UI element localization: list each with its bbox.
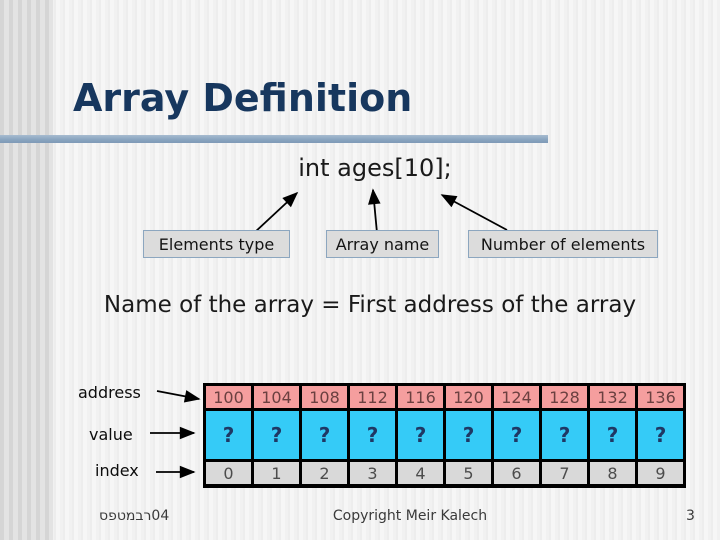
index-cell: 2: [302, 462, 347, 484]
arrow-address-label: [156, 390, 201, 403]
address-cell: 124: [494, 386, 539, 408]
value-cell: ?: [302, 411, 347, 459]
index-cell: 8: [590, 462, 635, 484]
slide-title: Array Definition: [73, 76, 413, 120]
arrow-array-name-to-ages: [368, 188, 381, 234]
index-cell: 3: [350, 462, 395, 484]
index-cell: 6: [494, 462, 539, 484]
arrow-elements-type-to-int: [253, 191, 299, 234]
left-stripe-band: [0, 0, 53, 540]
memory-table-value-row: ??????????: [206, 411, 683, 459]
value-cell: ?: [206, 411, 251, 459]
value-cell: ?: [254, 411, 299, 459]
index-row-label: index: [95, 461, 139, 480]
array-name-box: Array name: [326, 230, 439, 258]
arrow-number-to-bracket: [440, 194, 508, 231]
address-row-label: address: [78, 383, 141, 402]
array-declaration-text: int ages[10];: [298, 154, 452, 182]
address-cell: 136: [638, 386, 683, 408]
value-cell: ?: [542, 411, 587, 459]
address-cell: 104: [254, 386, 299, 408]
value-cell: ?: [590, 411, 635, 459]
index-cell: 7: [542, 462, 587, 484]
address-cell: 108: [302, 386, 347, 408]
value-cell: ?: [494, 411, 539, 459]
elements-type-box: Elements type: [143, 230, 290, 258]
title-underline-bar: [0, 135, 548, 143]
equality-statement: Name of the array = First address of the…: [103, 292, 637, 318]
address-cell: 112: [350, 386, 395, 408]
footer-page-number: 3: [686, 508, 695, 524]
address-cell: 116: [398, 386, 443, 408]
footer-copyright: Copyright Meir Kalech: [332, 508, 488, 524]
address-cell: 132: [590, 386, 635, 408]
index-cell: 0: [206, 462, 251, 484]
index-cell: 4: [398, 462, 443, 484]
value-cell: ?: [638, 411, 683, 459]
value-row-label: value: [89, 425, 133, 444]
value-cell: ?: [350, 411, 395, 459]
address-cell: 120: [446, 386, 491, 408]
index-cell: 5: [446, 462, 491, 484]
index-cell: 1: [254, 462, 299, 484]
address-cell: 128: [542, 386, 587, 408]
address-cell: 100: [206, 386, 251, 408]
footer-date: ספטמבר04: [99, 508, 170, 524]
number-of-elements-box: Number of elements: [468, 230, 658, 258]
value-cell: ?: [398, 411, 443, 459]
value-cell: ?: [446, 411, 491, 459]
index-cell: 9: [638, 462, 683, 484]
